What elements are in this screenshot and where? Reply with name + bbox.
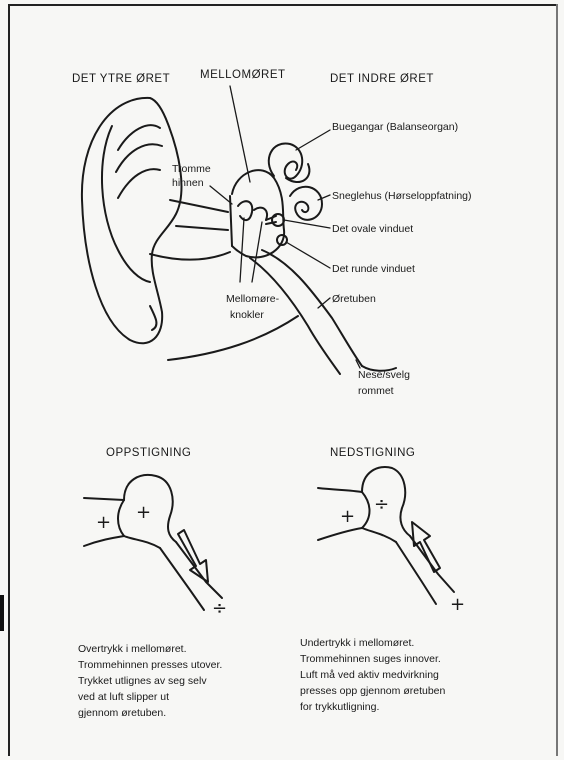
pinna-helix-shading — [116, 125, 162, 198]
label-eardrum-2: hinnen — [172, 177, 204, 189]
ossicle-hammer — [238, 201, 252, 220]
ascent-arrow-outward — [178, 530, 208, 582]
descent-caption-line: presses opp gjennom øretuben — [300, 685, 445, 697]
header-inner-ear: DET INDRE ØRET — [330, 73, 434, 85]
descent-title: NEDSTIGNING — [330, 447, 415, 459]
ascent-caption: Overtrykk i mellomøret. Trommehinnen pre… — [78, 643, 222, 719]
leader-ossicles-b — [252, 222, 262, 282]
ascent-caption-line: Trykket utlignes av seg selv — [78, 675, 207, 687]
descent-outer-plus: + — [340, 506, 355, 527]
label-semicircular: Buegangar (Balanseorgan) — [332, 121, 458, 133]
ascent-middle-ear-floor — [124, 536, 160, 548]
ascent-ear-canal-top — [84, 498, 124, 500]
descent-caption-line: Trommehinnen suges innover. — [300, 653, 441, 665]
head-outline — [150, 252, 230, 260]
ascent-caption-line: Trommehinnen presses utover. — [78, 659, 222, 671]
descent-caption-line: Luft må ved aktiv medvirkning — [300, 669, 439, 681]
leader-round — [286, 242, 330, 268]
leader-ossicles-a — [240, 218, 244, 282]
descent-caption-line: Undertrykk i mellomøret. — [300, 637, 414, 649]
label-eardrum-1: Tromme — [172, 163, 211, 175]
head-outline-lower — [168, 316, 298, 360]
label-ossicles-2: knokler — [230, 309, 264, 321]
leader-eardrum — [210, 186, 232, 204]
descent-eardrum-retracted — [362, 492, 370, 528]
leader-oval — [284, 220, 330, 228]
ossicle-anvil — [254, 208, 267, 220]
label-round-window: Det runde vinduet — [332, 263, 415, 275]
leader-semicircular — [296, 130, 330, 150]
ascent-outer-plus: + — [96, 512, 111, 533]
descent-ear-canal-bottom — [318, 528, 362, 540]
label-oval-window: Det ovale vinduet — [332, 223, 413, 235]
label-nasopharynx-1: Nese/svelg — [358, 369, 410, 381]
pinna-lobe — [150, 306, 156, 330]
ascent-throat-minus: ÷ — [212, 598, 227, 619]
cochlea-spiral — [290, 187, 322, 220]
ascent-illustration — [84, 475, 222, 610]
ascent-caption-line: Overtrykk i mellomøret. — [78, 643, 187, 655]
ear-canal-lower — [176, 226, 228, 230]
oval-window — [272, 214, 284, 226]
descent-ear-canal-top — [318, 488, 362, 492]
descent-middle-ear-floor — [362, 528, 396, 542]
ascent-caption-line: ved at luft slipper ut — [78, 691, 169, 703]
ascent-ear-canal-bottom — [84, 536, 124, 546]
label-nasopharynx-2: rommet — [358, 385, 394, 397]
ascent-caption-line: gjennom øretuben. — [78, 707, 166, 719]
descent-caption: Undertrykk i mellomøret. Trommehinnen su… — [300, 637, 445, 713]
descent-throat-plus: + — [450, 594, 465, 615]
label-cochlea: Sneglehus (Hørseloppfatning) — [332, 190, 472, 202]
ascent-tube-upper — [176, 542, 222, 598]
descent-arrow-inward — [412, 522, 440, 572]
label-ossicles-1: Mellomøre- — [226, 293, 280, 305]
pinna-inner-fold — [102, 126, 150, 282]
ascent-inner-plus: + — [136, 502, 151, 523]
leader-middle-ear — [230, 86, 250, 182]
descent-inner-minus: ÷ — [374, 494, 389, 515]
label-eustachian: Øretuben — [332, 293, 376, 305]
ascent-eardrum-bulging — [118, 500, 124, 536]
descent-caption-line: for trykkutligning. — [300, 701, 379, 713]
descent-illustration — [318, 467, 454, 604]
ascent-title: OPPSTIGNING — [106, 447, 191, 459]
header-middle-ear: MELLOMØRET — [200, 69, 286, 81]
header-outer-ear: DET YTRE ØRET — [72, 73, 170, 85]
